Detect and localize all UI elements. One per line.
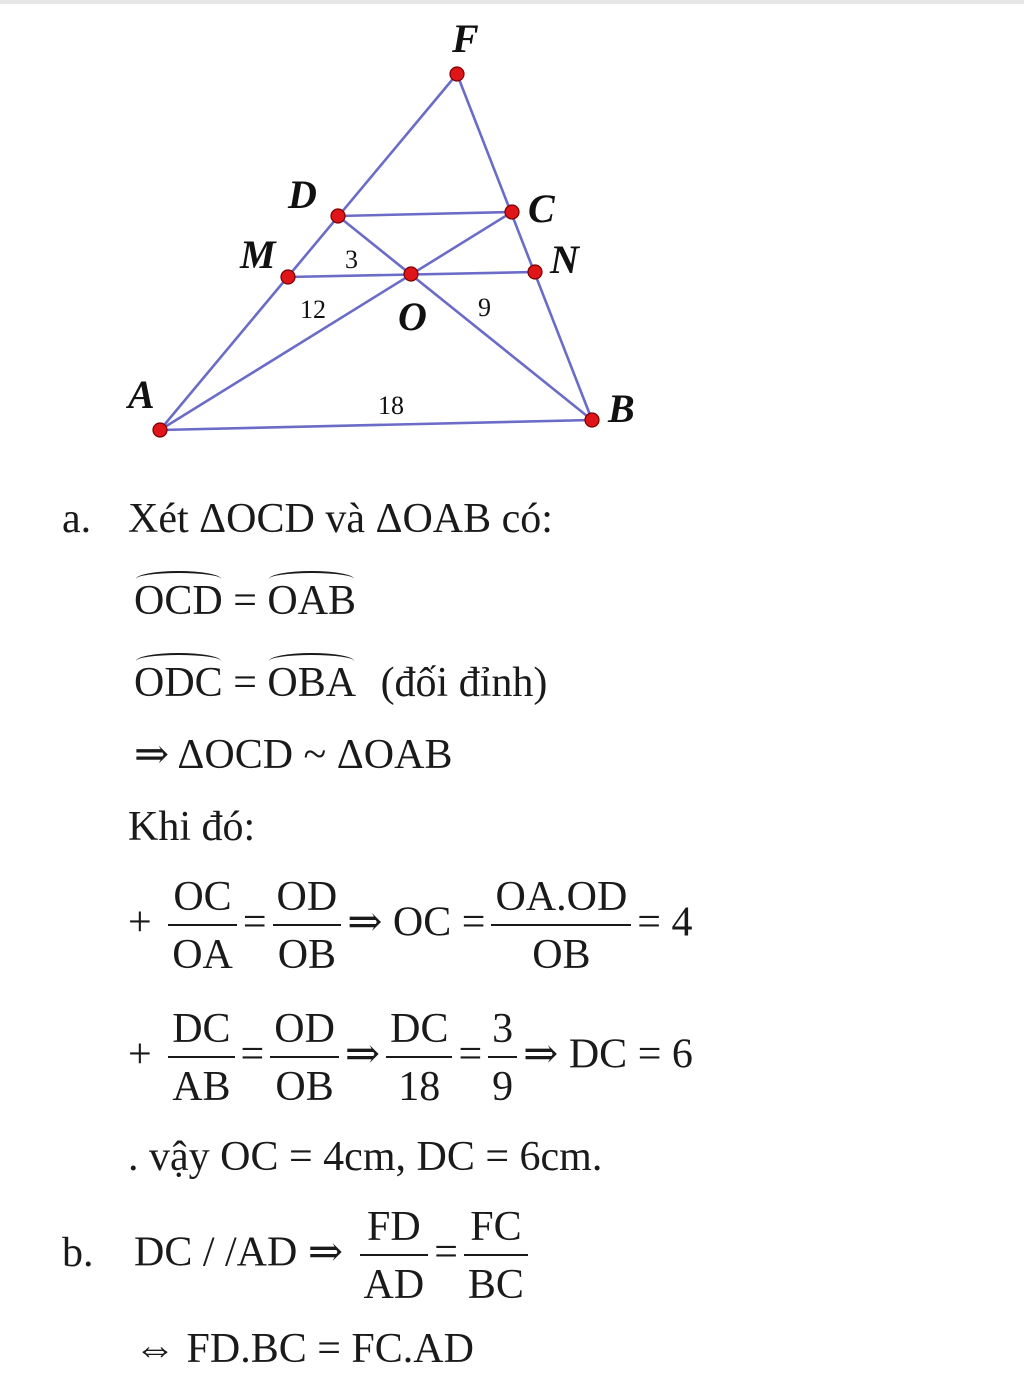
denominator: OB bbox=[277, 932, 337, 978]
part-a-intro: Xét ΔOCD và ΔOAB có: bbox=[128, 496, 553, 542]
angle-OAB: OAB bbox=[267, 571, 357, 624]
fraction-OC-OA: OC OA bbox=[168, 876, 237, 976]
point-O bbox=[403, 266, 419, 282]
numerator: OC bbox=[168, 876, 237, 926]
fraction-OAOD-OB: OA.OD OB bbox=[491, 876, 632, 978]
plus-sign: + bbox=[128, 899, 152, 946]
segment-FB bbox=[455, 73, 594, 421]
label-C: C bbox=[528, 186, 556, 231]
angle-equality-2: ODC = OBA (đối đỉnh) bbox=[134, 653, 548, 706]
equals-sign: = bbox=[242, 899, 267, 946]
length-OB: 9 bbox=[478, 293, 491, 322]
point-N bbox=[527, 264, 543, 280]
label-B: B bbox=[607, 386, 635, 431]
segment-DC bbox=[337, 210, 513, 218]
label-A: A bbox=[125, 372, 155, 417]
part-b-conclusion: ⇔ FD.BC = FC.AD bbox=[134, 1326, 474, 1372]
angle-equality-1: OCD = OAB bbox=[134, 571, 357, 624]
angle-OCD: OCD bbox=[134, 571, 223, 624]
label-F: F bbox=[451, 16, 479, 61]
part-b-marker: b. bbox=[62, 1230, 94, 1276]
fraction-DC-AB: DC AB bbox=[168, 1008, 235, 1110]
fraction-OD-OB: OD OB bbox=[270, 1008, 339, 1108]
implies-OC: ⇒ OC = bbox=[347, 899, 486, 946]
denominator: 18 bbox=[398, 1064, 441, 1110]
part-b-ratio: DC / /AD ⇒ FD AD=FC BC bbox=[134, 1206, 534, 1306]
equals-sign: = bbox=[434, 1229, 458, 1276]
equals-sign: = bbox=[240, 1031, 265, 1078]
denominator: AB bbox=[172, 1064, 231, 1110]
angle-ODC: ODC bbox=[134, 653, 223, 706]
denominator: OB bbox=[275, 1064, 334, 1110]
result-OC: = 4 bbox=[637, 899, 693, 946]
segment-AC bbox=[159, 210, 513, 432]
point-F bbox=[449, 66, 465, 82]
note-vertical-angles: (đối đỉnh) bbox=[380, 660, 548, 706]
result-DC: ⇒ DC = 6 bbox=[523, 1031, 693, 1078]
point-A bbox=[152, 422, 168, 438]
geometry-figure: F D C M N O A B 3 12 9 18 bbox=[125, 16, 635, 438]
parallel-statement: DC / /AD ⇒ bbox=[134, 1229, 344, 1276]
numerator: OA.OD bbox=[491, 876, 632, 926]
equals-sign: = bbox=[458, 1031, 483, 1078]
denominator: AD bbox=[363, 1262, 425, 1308]
part-a-marker: a. bbox=[62, 496, 92, 542]
numerator: DC bbox=[168, 1008, 235, 1058]
label-M: M bbox=[239, 232, 277, 277]
point-C bbox=[504, 204, 520, 220]
implies: ⇒ bbox=[344, 1031, 381, 1078]
denominator: BC bbox=[467, 1262, 524, 1308]
angle-OBA: OBA bbox=[267, 653, 357, 706]
label-D: D bbox=[287, 172, 317, 217]
segment-AF bbox=[159, 73, 458, 431]
numerator: FD bbox=[359, 1206, 429, 1256]
numerator: FC bbox=[463, 1206, 528, 1256]
fraction-FC-BC: FC BC bbox=[463, 1206, 528, 1308]
length-AO: 12 bbox=[300, 295, 326, 324]
label-O: O bbox=[398, 294, 427, 339]
point-B bbox=[584, 412, 600, 428]
equals-sign: = bbox=[233, 578, 257, 624]
segment-AB bbox=[159, 418, 593, 432]
length-AB: 18 bbox=[378, 391, 404, 420]
denominator: OB bbox=[532, 932, 591, 978]
part-a-summary: . vậy OC = 4cm, DC = 6cm. bbox=[128, 1134, 603, 1180]
numerator: DC bbox=[386, 1008, 453, 1058]
fraction-FD-AD: FD AD bbox=[359, 1206, 429, 1308]
numerator: 3 bbox=[488, 1008, 518, 1058]
plus-sign: + bbox=[128, 1031, 152, 1078]
denominator: OA bbox=[172, 932, 233, 978]
length-MO: 3 bbox=[345, 245, 358, 274]
denominator: 9 bbox=[492, 1064, 514, 1110]
similarity-conclusion: ⇒ ΔOCD ~ ΔOAB bbox=[134, 732, 453, 778]
top-border bbox=[0, 0, 1024, 4]
segment-DB bbox=[337, 214, 593, 422]
point-D bbox=[330, 208, 346, 224]
fraction-DC-18: DC 18 bbox=[386, 1008, 453, 1110]
numerator: OD bbox=[270, 1008, 339, 1058]
point-M bbox=[280, 269, 296, 285]
then-label: Khi đó: bbox=[128, 804, 256, 850]
fraction-OD-OB: OD OB bbox=[272, 876, 342, 978]
equals-sign: = bbox=[233, 660, 257, 706]
label-N: N bbox=[549, 237, 581, 282]
numerator: OD bbox=[272, 876, 342, 926]
